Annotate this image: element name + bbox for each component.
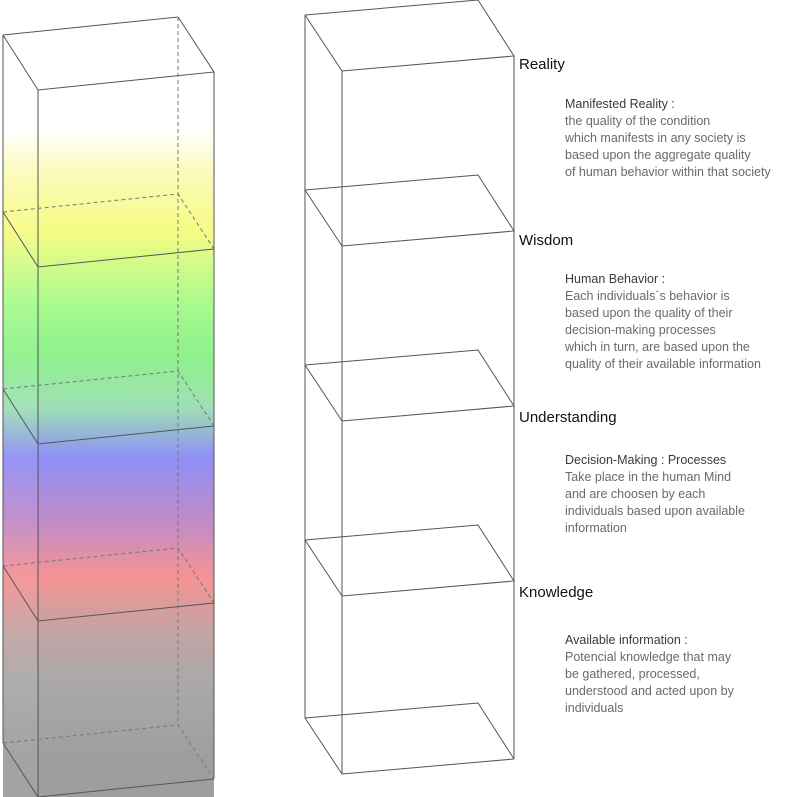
wireframe-level-3-slab: [304, 524, 515, 597]
layer-text-line: individuals based upon available: [565, 504, 745, 518]
layer-text-line: Take place in the human Mind: [565, 470, 732, 484]
spectrum-level-2-hidden: [2, 370, 215, 427]
layer-description-understanding: Decision-Making : Processes Take place i…: [565, 452, 797, 537]
wireframe-top-edge: [304, 0, 515, 72]
layer-text-line: which in turn, are based upon the: [565, 340, 750, 354]
wireframe-base-slab: [304, 702, 515, 760]
spectrum-tower: [2, 16, 215, 797]
layer-title-wisdom: Wisdom: [519, 232, 574, 249]
layer-heading: Decision-Making : Processes: [565, 453, 727, 467]
layer-description-knowledge: Available information : Potencial knowle…: [565, 632, 797, 717]
layer-text-line: based upon the quality of their: [565, 306, 733, 320]
layer-text-line: information: [565, 521, 627, 535]
layer-heading: Available information :: [565, 633, 688, 647]
layer-heading: Manifested Reality :: [565, 97, 675, 111]
spectrum-level-1-divider: [2, 211, 215, 268]
spectrum-tower-dividers: [2, 211, 215, 622]
layer-text-line: Potencial knowledge that may: [565, 650, 732, 664]
layer-heading: Human Behavior :: [565, 272, 666, 286]
layer-text-line: decision-making processes: [565, 323, 716, 337]
layer-text-line: the quality of the condition: [565, 114, 711, 128]
spectrum-tower-top-face: [3, 17, 214, 90]
layer-text-line: based upon the aggregate quality: [565, 148, 751, 162]
layer-text-line: quality of their available information: [565, 357, 761, 371]
spectrum-level-3-divider: [2, 565, 215, 622]
layer-text-line: and are choosen by each: [565, 487, 706, 501]
layer-title-understanding: Understanding: [519, 409, 617, 426]
spectrum-level-2-divider: [2, 388, 215, 445]
layer-title-knowledge: Knowledge: [519, 584, 594, 601]
layer-text-line: be gathered, processed,: [565, 667, 700, 681]
spectrum-tower-base-hidden: [2, 724, 215, 780]
wireframe-level-2-slab: [304, 349, 515, 422]
layer-text-line: individuals: [565, 701, 624, 715]
wireframe-tower: [304, 0, 515, 775]
spectrum-tower-bottom-edge: [2, 742, 215, 797]
layer-description-wisdom: Human Behavior : Each individuals´s beha…: [565, 271, 797, 373]
layer-text-line: Each individuals´s behavior is: [565, 289, 730, 303]
spectrum-level-1-hidden: [2, 193, 215, 250]
wireframe-bottom-edge: [304, 717, 515, 775]
spectrum-level-3-hidden: [2, 547, 215, 604]
layer-text-line: understood and acted upon by: [565, 684, 734, 698]
layer-text-line: of human behavior within that society: [565, 165, 771, 179]
layer-title-reality: Reality: [519, 56, 565, 73]
layer-text-line: which manifests in any society is: [565, 131, 746, 145]
wireframe-level-1-slab: [304, 174, 515, 247]
layer-description-reality: Manifested Reality : the quality of the …: [565, 96, 797, 181]
